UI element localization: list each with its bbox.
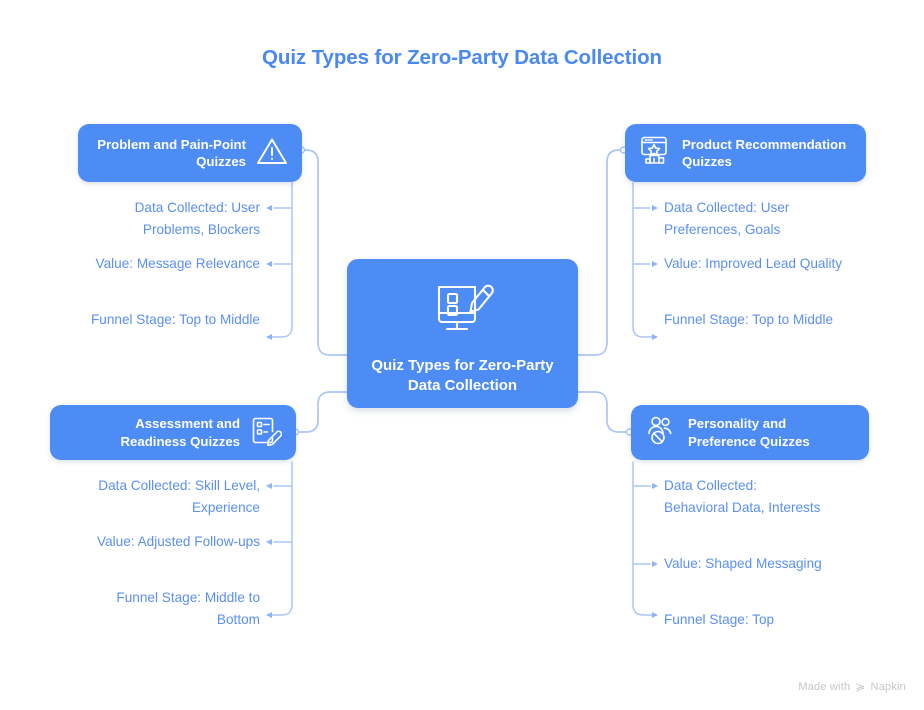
browser-star-podium-icon xyxy=(639,135,671,171)
branch-node-label: Assessment and Readiness Quizzes xyxy=(120,416,240,449)
monitor-checklist-pencil-icon xyxy=(427,277,499,344)
branch-item: Funnel Stage: Top xyxy=(664,612,775,627)
branch-node-assessment-and-readiness-quizzes[interactable]: Assessment and Readiness Quizzes xyxy=(50,405,296,460)
watermark-prefix: Made with xyxy=(798,681,851,693)
center-node-label: Quiz Types for Zero-Party Data Collectio… xyxy=(371,357,554,395)
branch-item: Data Collected: Skill Level, Experience xyxy=(98,478,260,516)
branch-item: Value: Shaped Messaging xyxy=(664,556,822,571)
branch-item: Data Collected: User Preferences, Goals xyxy=(664,200,790,238)
branch-item: Value: Message Relevance xyxy=(95,256,260,271)
watermark-brand: Napkin xyxy=(870,681,906,693)
branch-node-label: Problem and Pain-Point Quizzes xyxy=(97,136,246,169)
napkin-watermark: Made with ≽ Napkin xyxy=(798,681,906,693)
branch-node-label: Personality and Preference Quizzes xyxy=(688,416,810,449)
branch-item: Value: Adjusted Follow-ups xyxy=(97,534,260,549)
branch-item: Funnel Stage: Top to Middle xyxy=(90,312,260,327)
branch-item: Value: Improved Lead Quality xyxy=(664,256,843,271)
people-block-badge-icon xyxy=(645,415,677,450)
center-node[interactable]: Quiz Types for Zero-Party Data Collectio… xyxy=(347,259,578,408)
branch-node-label: Product Recommendation Quizzes xyxy=(682,136,847,169)
branch-node-personality-and-preference-quizzes[interactable]: Personality and Preference Quizzes xyxy=(631,405,869,460)
branch-item: Funnel Stage: Middle to Bottom xyxy=(116,590,260,628)
page-title: Quiz Types for Zero-Party Data Collectio… xyxy=(262,46,662,69)
branch-item: Data Collected: Behavioral Data, Interes… xyxy=(664,478,821,516)
napkin-logo-icon: ≽ xyxy=(855,680,866,694)
branch-item: Data Collected: User Problems, Blockers xyxy=(134,200,260,238)
clipboard-form-pen-icon xyxy=(250,414,283,451)
branch-node-problem-and-pain-point-quizzes[interactable]: Problem and Pain-Point Quizzes xyxy=(78,124,302,182)
branch-item: Funnel Stage: Top to Middle xyxy=(664,312,834,327)
warning-triangle-icon xyxy=(256,136,288,171)
branch-node-product-recommendation-quizzes[interactable]: Product Recommendation Quizzes xyxy=(625,124,866,182)
